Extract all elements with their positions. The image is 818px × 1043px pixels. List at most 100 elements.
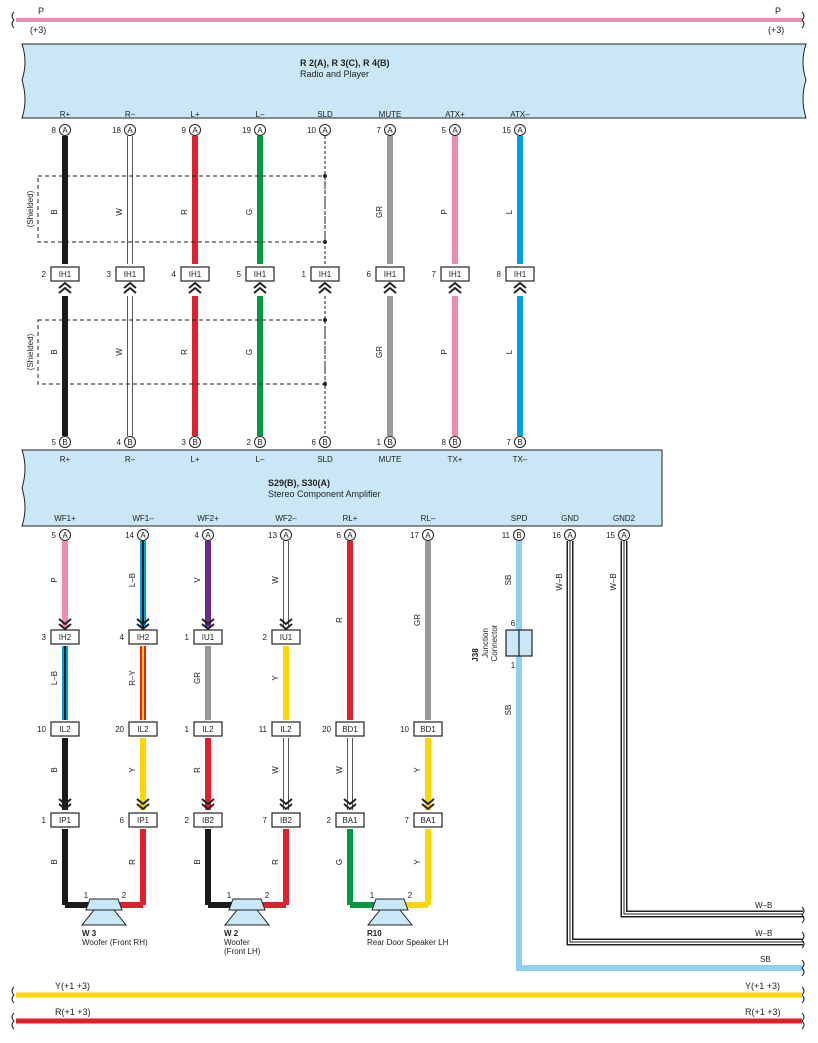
amp-top-pin-1-ring (124, 436, 136, 448)
amp-top-pin-label: SLD (317, 455, 333, 464)
lower-code1-4: R (335, 617, 344, 623)
amp-top-pin-no: 6 (312, 438, 317, 447)
ih1-connector-7-pin: 8 (497, 270, 502, 279)
lower-conn2-3-pin: 11 (259, 725, 268, 734)
lower-conn1-2-pin: 1 (185, 633, 190, 642)
lower-chev2-5 (421, 798, 435, 811)
ih1-chevron-0 (58, 281, 72, 294)
amp-top-pin-6-ring (449, 436, 461, 448)
upper-wire-code-a-7: L (505, 209, 514, 214)
lower-code1-1: L–B (128, 573, 137, 587)
ih1-connector-5 (375, 266, 405, 282)
ih1-connector-5-pin: 6 (367, 270, 372, 279)
lower-conn2-0-pin: 10 (37, 725, 46, 734)
amp-top-pin-no: 2 (247, 438, 252, 447)
radio-pin-3-letter: A (257, 126, 263, 135)
ih1-connector-0-pin: 2 (42, 270, 47, 279)
upper-wire-code-a-0: B (50, 209, 59, 214)
amp-top-pin-7-ring (514, 436, 526, 448)
ih1-connector-2 (180, 266, 210, 282)
gnd-wire-stripe-0 (569, 541, 803, 943)
lower-conn3-2 (193, 812, 223, 828)
radio-pin-3-ring (254, 124, 266, 136)
lower-chev2-0 (58, 798, 72, 811)
right-bracket-2 (801, 959, 805, 977)
ih1-chevron-2-stroke (188, 281, 202, 289)
lower-conn3-3-label: IB2 (280, 816, 293, 825)
lower-conn2-1-pin: 20 (115, 725, 124, 734)
radio-pin-5-ring (384, 124, 396, 136)
amp-bottom-pin-8-ring (618, 529, 630, 541)
lower-code3-3: W (271, 766, 280, 774)
speaker-id-1: W 2 (224, 929, 239, 938)
ih1-connector-1-label: IH1 (124, 270, 137, 279)
amp-top-pin-label: L+ (190, 455, 199, 464)
ih1-connector-3-label: IH1 (254, 270, 267, 279)
ih1-connector-4-pin: 1 (302, 270, 307, 279)
speaker-pin2-0: 2 (122, 891, 127, 900)
amp-top-pin-label: R– (125, 455, 136, 464)
amp-bottom-pin-0-ring (59, 529, 71, 541)
amp-bottom-pin-7-ring (564, 529, 576, 541)
radio-pin-no: 15 (502, 126, 511, 135)
lower-chev2-2-stroke (201, 798, 215, 806)
shield-label-1: (Shielded) (26, 333, 35, 370)
ih1-connector-2-label: IH1 (189, 270, 202, 279)
radio-pin-2-ring (189, 124, 201, 136)
amp-top-pin-label: TX+ (448, 455, 463, 464)
lower-conn2-4 (335, 721, 365, 737)
lower-code2-2: GR (193, 672, 202, 684)
lower-conn2-2 (193, 721, 223, 737)
bottom-buses: Y(+1 +3) Y(+1 +3) R(+1 +3) R(+1 +3) (11, 981, 805, 1030)
speaker-cone-0 (80, 909, 128, 926)
bus-y-label-left: Y(+1 +3) (55, 981, 90, 991)
spd-label-right: SB (760, 955, 771, 964)
radio-pin-4-ring (319, 124, 331, 136)
lower-conn1-1-label: IH2 (137, 633, 150, 642)
lower-code1-3: W (271, 576, 280, 584)
radio-pin-no: 7 (377, 126, 382, 135)
bus-y-label-right: Y(+1 +3) (745, 981, 780, 991)
spd-code-upper: SB (504, 575, 513, 586)
amp-top-pin-no: 8 (442, 438, 447, 447)
amp-top-pin-7-letter: B (517, 438, 522, 447)
right-bracket-0 (801, 906, 805, 924)
ih1-connector-1 (115, 266, 145, 282)
amp-bottom-pin-no: 15 (606, 531, 615, 540)
upper-wire-code-b-6: P (440, 349, 449, 354)
lower-chev2-3-stroke (279, 803, 293, 811)
amp-title: S29(B), S30(A) (268, 478, 330, 488)
ih1-chevron-2 (188, 281, 202, 294)
lower-conn3-5-label: BA1 (420, 816, 436, 825)
lower-code2-0: L–B (50, 671, 59, 685)
ih1-chevron-6-stroke (448, 286, 462, 294)
amp-top-pin-2-letter: B (192, 438, 197, 447)
radio-pin-5-letter: A (387, 126, 393, 135)
ih1-chevron-5-stroke (383, 281, 397, 289)
top-bus-note-left: (+3) (30, 25, 46, 35)
lower-conn3-4-pin: 2 (327, 816, 332, 825)
radio-pin-no: 19 (242, 126, 251, 135)
speaker-pin1-1: 1 (227, 891, 232, 900)
amp-bottom-pin-no: 6 (337, 531, 342, 540)
ih1-connector-5-label: IH1 (384, 270, 397, 279)
amp-bottom-pin-no: 13 (268, 531, 277, 540)
lower-chev2-4-stroke (343, 798, 357, 806)
top-bus-label-left: P (38, 6, 44, 16)
amp-bottom-pin-2-ring (202, 529, 214, 541)
lower-conn3-5 (413, 812, 443, 828)
amp-top-pin-label: TX– (513, 455, 528, 464)
amp-bottom-pin-1-letter: A (140, 531, 146, 540)
speaker-pin2-1: 2 (265, 891, 270, 900)
upper-wire-code-b-1: W (115, 348, 124, 356)
lower-chev2-0-stroke (58, 798, 72, 806)
amp-bottom-pin-no: 5 (52, 531, 57, 540)
amp-bottom-pin-label: WF1+ (54, 514, 76, 523)
lower-code2-3: Y (271, 675, 280, 681)
lower-conn3-2-pin: 2 (185, 816, 190, 825)
amp-top-pin-no: 4 (117, 438, 122, 447)
ih1-chevron-7-stroke (513, 281, 527, 289)
shield-dot (323, 174, 327, 178)
amp-bottom-pin-no: 4 (195, 531, 200, 540)
gnd-code-1: W–B (609, 573, 618, 590)
